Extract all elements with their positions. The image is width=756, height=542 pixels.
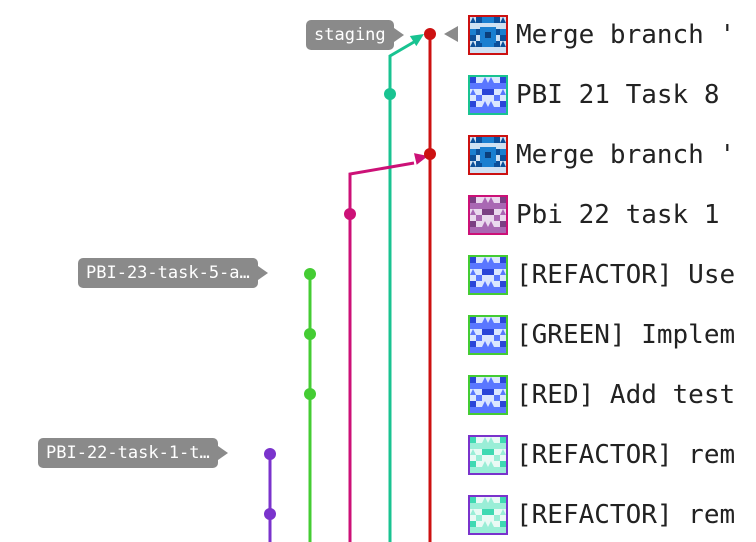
commit-dot <box>424 148 436 160</box>
commit-dot <box>304 388 316 400</box>
commit-message: Merge branch ' <box>516 140 736 170</box>
identicon-icon <box>470 77 506 113</box>
author-avatar <box>468 15 508 55</box>
commit-message: [GREEN] Implem <box>516 320 736 350</box>
commit-dot <box>424 28 436 40</box>
commit-row[interactable]: [REFACTOR] rem <box>468 492 756 538</box>
identicon-icon <box>470 437 506 473</box>
author-avatar <box>468 435 508 475</box>
author-avatar <box>468 75 508 115</box>
commit-row[interactable]: [REFACTOR] rem <box>468 432 756 478</box>
commit-message: PBI 21 Task 8 <box>516 80 720 110</box>
commit-row[interactable]: [REFACTOR] Use <box>468 252 756 298</box>
commit-row[interactable]: Merge branch ' <box>468 12 756 58</box>
commit-dot <box>384 88 396 100</box>
commit-row[interactable]: [RED] Add test <box>468 372 756 418</box>
commit-message: Pbi 22 task 1 <box>516 200 720 230</box>
commit-dot <box>344 208 356 220</box>
ref-tag-pbi-23[interactable]: PBI-23-task-5-a… <box>78 258 268 288</box>
commit-message: [REFACTOR] rem <box>516 500 736 530</box>
commit-row[interactable]: PBI 21 Task 8 <box>468 72 756 118</box>
commit-message: [RED] Add test <box>516 380 736 410</box>
merge-arrow-icon <box>409 34 424 47</box>
identicon-icon <box>470 257 506 293</box>
commit-message: [REFACTOR] Use <box>516 260 736 290</box>
ref-tag-pbi-22[interactable]: PBI-22-task-1-t… <box>38 438 228 468</box>
identicon-icon <box>470 497 506 533</box>
author-avatar <box>468 495 508 535</box>
identicon-icon <box>470 137 506 173</box>
identicon-icon <box>470 317 506 353</box>
ref-tag-staging[interactable]: staging <box>306 20 404 50</box>
head-pointer-icon <box>444 26 458 42</box>
identicon-icon <box>470 197 506 233</box>
author-avatar <box>468 135 508 175</box>
commit-dot <box>304 268 316 280</box>
author-avatar <box>468 375 508 415</box>
commit-row[interactable]: Pbi 22 task 1 <box>468 192 756 238</box>
commit-message: [REFACTOR] rem <box>516 440 736 470</box>
lane-magenta <box>348 161 415 542</box>
commit-message: Merge branch ' <box>516 20 736 50</box>
commit-row[interactable]: [GREEN] Implem <box>468 312 756 358</box>
author-avatar <box>468 195 508 235</box>
lane-teal <box>388 40 415 542</box>
commit-dot <box>264 448 276 460</box>
identicon-icon <box>470 17 506 53</box>
commit-row[interactable]: Merge branch ' <box>468 132 756 178</box>
author-avatar <box>468 315 508 355</box>
identicon-icon <box>470 377 506 413</box>
author-avatar <box>468 255 508 295</box>
commit-dot <box>304 328 316 340</box>
commit-dot <box>264 508 276 520</box>
